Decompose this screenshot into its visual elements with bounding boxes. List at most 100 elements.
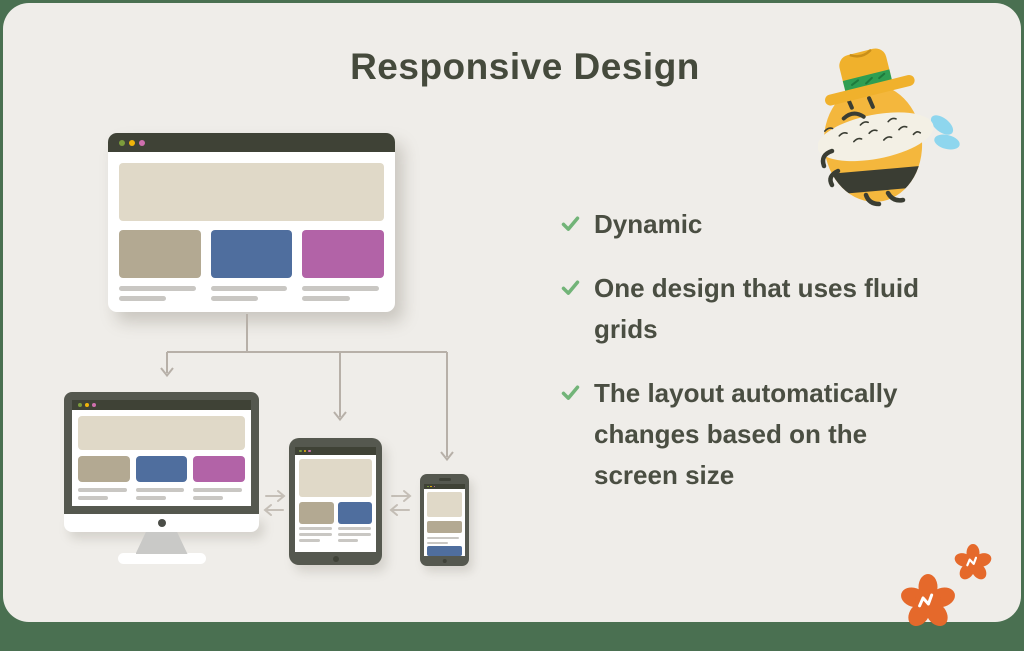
window-dot-green-icon [119, 139, 125, 146]
tablet-mockup [289, 438, 382, 565]
browser-titlebar [108, 133, 395, 152]
text-line [337, 527, 371, 530]
checklist-item-label: The layout automatically changes based o… [594, 378, 898, 490]
window-dot-green-icon [299, 449, 302, 453]
tan-block [427, 521, 462, 533]
tan-block [119, 230, 201, 278]
content-column [302, 230, 385, 301]
window-dot-yellow-icon [85, 403, 89, 407]
checkmark-icon [561, 385, 580, 400]
bee-collar-fluff [823, 117, 922, 143]
content-columns [299, 502, 372, 542]
monitor-screen [72, 400, 251, 506]
window-dot-green-icon [427, 485, 429, 488]
hero-block [427, 492, 462, 517]
text-line [337, 533, 371, 536]
orange-flowers-decoration [901, 544, 992, 627]
text-line [119, 286, 196, 291]
purple-block [193, 456, 246, 482]
checklist-item: The layout automatically changes based o… [560, 373, 920, 496]
text-line [302, 296, 350, 301]
window-dot-pink-icon [308, 449, 311, 453]
content-column [299, 502, 334, 542]
monitor-base [117, 553, 206, 564]
text-line [337, 539, 359, 542]
window-dot-yellow-icon [129, 139, 135, 146]
text-line [78, 488, 127, 492]
text-line [119, 296, 167, 301]
feature-checklist: Dynamic One design that uses fluid grids… [560, 204, 920, 519]
hero-block [299, 459, 372, 497]
text-line [193, 488, 242, 492]
purple-block [302, 230, 385, 278]
flower-icon [954, 544, 992, 580]
monitor-content [72, 410, 251, 506]
window-dot-pink-icon [92, 403, 96, 407]
text-line [299, 539, 320, 542]
window-dot-yellow-icon [430, 485, 433, 488]
checklist-item-label: One design that uses fluid grids [594, 273, 920, 344]
checklist-item-label: Dynamic [594, 209, 703, 239]
bee-wing-icon [930, 115, 960, 150]
tablet-titlebar [295, 447, 376, 455]
blue-block [135, 456, 188, 482]
text-line [210, 296, 259, 301]
home-button-icon [442, 558, 447, 563]
text-line [135, 496, 166, 500]
hero-block [119, 163, 384, 221]
text-line [427, 541, 448, 544]
content-column [119, 230, 201, 301]
bee-collar [818, 112, 934, 162]
bee-hat-icon [825, 48, 915, 106]
content-column [135, 456, 188, 500]
text-line [299, 527, 333, 530]
text-line [193, 496, 224, 500]
page-title: Responsive Design [350, 46, 700, 87]
content-column [337, 502, 372, 542]
phone-content [424, 489, 465, 556]
blue-block [337, 502, 372, 524]
camera-dot-icon [157, 519, 166, 527]
tablet-screen [295, 447, 376, 552]
text-line [299, 533, 333, 536]
content-columns [119, 230, 385, 301]
checklist-item: Dynamic [560, 204, 920, 245]
window-dot-green-icon [78, 403, 82, 407]
content-column [193, 456, 246, 500]
window-dot-pink-icon [139, 139, 145, 146]
desktop-monitor-mockup [64, 392, 259, 564]
phone-titlebar [424, 484, 465, 489]
blue-block [427, 546, 462, 556]
monitor-stand [135, 532, 188, 554]
bee-mascot-illustration [818, 48, 960, 207]
checklist-item: One design that uses fluid grids [560, 268, 920, 350]
browser-window-mockup [108, 133, 395, 312]
hero-block [78, 416, 245, 450]
text-line [78, 496, 108, 500]
speaker-slot-icon [438, 478, 451, 481]
content-column [210, 230, 293, 301]
checkmark-icon [561, 216, 580, 231]
tablet-content [295, 455, 376, 546]
tan-block [299, 502, 334, 524]
text-line [135, 488, 185, 492]
window-dot-pink-icon [433, 485, 436, 488]
blue-block [210, 230, 293, 278]
window-dot-yellow-icon [303, 449, 306, 453]
monitor-frame [64, 392, 259, 514]
checkmark-icon [561, 280, 580, 295]
smartphone-mockup [420, 474, 469, 566]
browser-content [108, 152, 395, 312]
phone-screen [424, 484, 465, 556]
content-column [78, 456, 130, 500]
monitor-chin [64, 514, 259, 532]
text-line [210, 286, 288, 291]
home-button-icon [332, 556, 339, 562]
content-columns [78, 456, 246, 500]
bee-limbs [820, 148, 906, 207]
text-line [302, 286, 380, 291]
monitor-titlebar [72, 400, 251, 410]
flower-icon [901, 574, 955, 627]
